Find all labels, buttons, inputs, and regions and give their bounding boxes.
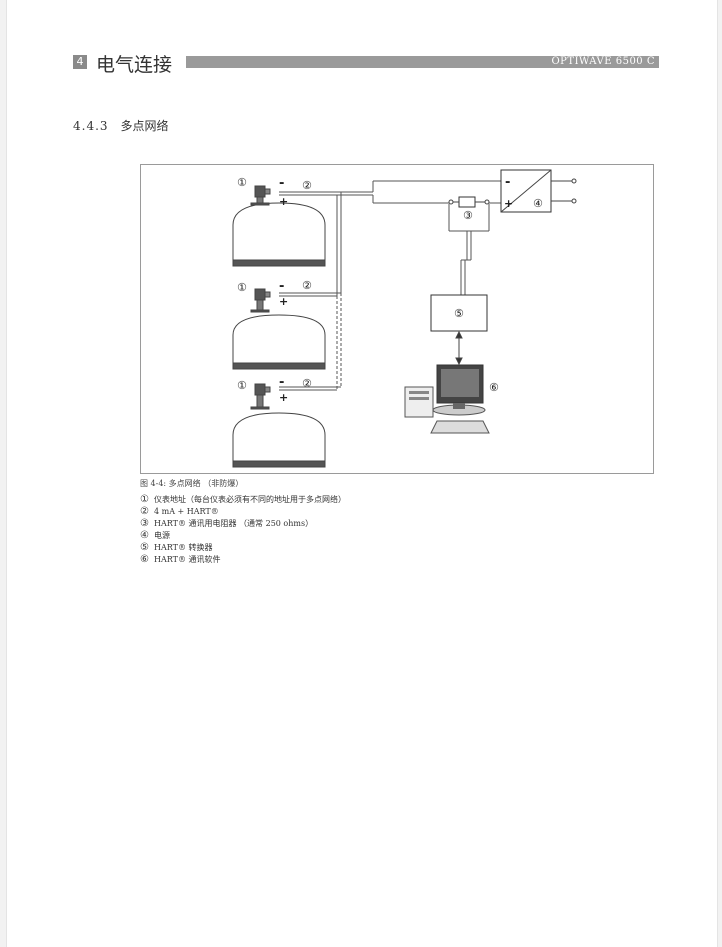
computer-icon	[404, 364, 490, 434]
callout-1-mid: ①	[237, 281, 247, 294]
power-plus: +	[504, 197, 513, 210]
multidrop-diagram: ① ② - + ① ② - + ① ② - + ③ ④ - + ⑤ ⑥	[232, 169, 577, 468]
transmitter-2-icon	[250, 288, 271, 313]
legend-text: 仪表地址（每台仪表必须有不同的地址用于多点网络）	[154, 495, 346, 504]
legend-item: ④ 电源	[140, 530, 346, 542]
transmitter-1-icon	[250, 185, 271, 206]
legend-item: ③ HART® 通讯用电阻器 （通常 250 ohms）	[140, 518, 346, 530]
legend-item: ⑥ HART® 通讯软件	[140, 554, 346, 566]
section-number: 4.4.3	[73, 119, 109, 133]
minus-1: -	[279, 176, 284, 191]
document-page: 4 电气连接 OPTIWAVE 6500 C 4.4.3 多点网络	[6, 0, 718, 947]
legend-text: 电源	[154, 531, 170, 540]
plus-1: +	[279, 195, 288, 208]
legend-item: ① 仪表地址（每台仪表必须有不同的地址用于多点网络）	[140, 494, 346, 506]
power-supply	[500, 169, 577, 213]
section-heading: 4.4.3 多点网络	[73, 117, 169, 134]
legend-marker: ⑤	[140, 542, 149, 553]
callout-4: ④	[533, 197, 543, 210]
plus-2: +	[279, 295, 288, 308]
callout-6: ⑥	[489, 381, 499, 394]
minus-3: -	[279, 375, 284, 390]
chapter-title: 电气连接	[96, 54, 173, 76]
plus-3: +	[279, 391, 288, 404]
tank-1	[232, 202, 326, 267]
transmitter-3-icon	[250, 383, 271, 410]
legend-marker: ②	[140, 506, 149, 517]
callout-2-bottom: ②	[302, 377, 312, 390]
hart-converter	[430, 294, 488, 366]
power-minus: -	[505, 175, 510, 190]
product-name: OPTIWAVE 6500 C	[551, 56, 655, 67]
legend-text: HART® 通讯软件	[154, 555, 221, 564]
page-header: 4 电气连接 OPTIWAVE 6500 C	[73, 51, 659, 76]
multidrop-network-figure: ① ② - + ① ② - + ① ② - + ③ ④ - + ⑤ ⑥	[140, 164, 654, 474]
callout-1-top: ①	[237, 176, 247, 189]
callout-5: ⑤	[454, 307, 464, 320]
legend-item: ② 4 mA + HART®	[140, 506, 346, 518]
converter-wiring	[448, 204, 490, 295]
legend-marker: ④	[140, 530, 149, 541]
callout-1-bottom: ①	[237, 379, 247, 392]
tank-2	[232, 314, 326, 370]
legend-text: 4 mA + HART®	[154, 507, 219, 516]
legend-marker: ③	[140, 518, 149, 529]
hart-resistor	[448, 196, 490, 208]
callout-2-top: ②	[302, 179, 312, 192]
tank-3	[232, 412, 326, 468]
figure-caption: 图 4-4: 多点网络 （非防爆）	[140, 479, 244, 488]
legend-marker: ①	[140, 494, 149, 505]
minus-2: -	[279, 279, 284, 294]
legend-text: HART® 转换器	[154, 543, 213, 552]
section-title: 多点网络	[120, 119, 169, 133]
legend-text: HART® 通讯用电阻器 （通常 250 ohms）	[154, 519, 314, 528]
legend-marker: ⑥	[140, 554, 149, 565]
header-bar: OPTIWAVE 6500 C	[186, 56, 659, 68]
callout-3: ③	[463, 209, 473, 222]
legend-item: ⑤ HART® 转换器	[140, 542, 346, 554]
loop-wiring	[279, 180, 501, 391]
callout-2-mid: ②	[302, 279, 312, 292]
chapter-number-badge: 4	[73, 55, 87, 69]
